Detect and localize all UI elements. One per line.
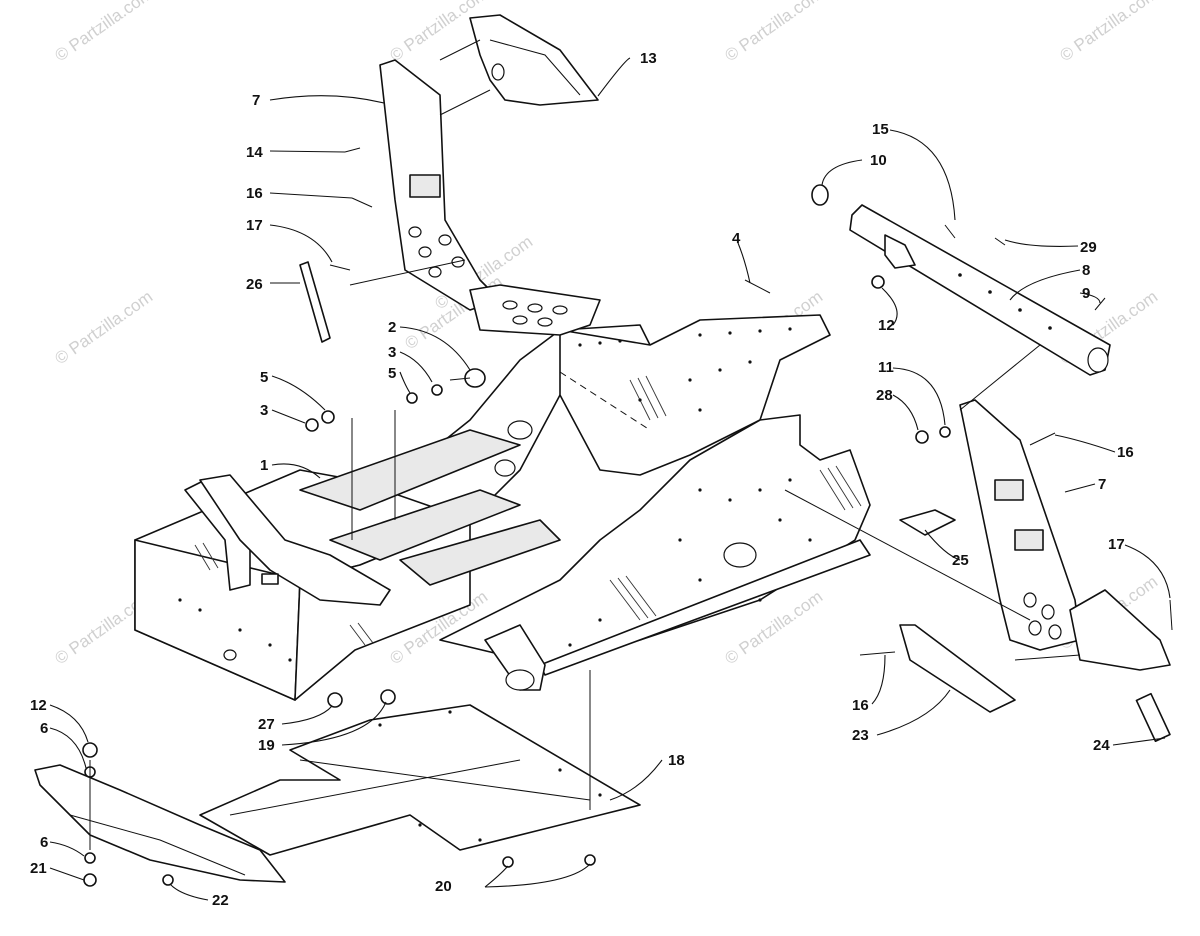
callout-15: 15 [872, 121, 889, 138]
callout-10: 10 [870, 152, 887, 169]
callout-19: 19 [258, 737, 275, 754]
callout-24: 24 [1093, 737, 1110, 754]
callout-9: 9 [1082, 285, 1090, 302]
callout-2: 2 [388, 319, 396, 336]
watermark: © Partzilla.com [51, 0, 156, 65]
callout-16: 16 [1117, 444, 1134, 461]
callout-7: 7 [1098, 476, 1106, 493]
callout-1: 1 [260, 457, 268, 474]
callout-23: 23 [852, 727, 869, 744]
callout-20: 20 [435, 878, 452, 895]
callout-5: 5 [388, 365, 396, 382]
callout-12: 12 [30, 697, 47, 714]
callout-26: 26 [246, 276, 263, 293]
callout-25: 25 [952, 552, 969, 569]
callout-labels: 13 7 14 16 17 26 2 3 5 5 3 1 4 15 10 29 … [30, 50, 1134, 909]
callout-16: 16 [246, 185, 263, 202]
callout-17: 17 [1108, 536, 1125, 553]
hardware [82, 147, 1173, 887]
callout-4: 4 [732, 230, 741, 247]
callout-6: 6 [40, 834, 48, 851]
callout-13: 13 [640, 50, 657, 67]
watermark: © Partzilla.com [721, 0, 826, 65]
steering-post [849, 204, 1111, 376]
callout-14: 14 [246, 144, 263, 161]
callout-18: 18 [668, 752, 685, 769]
front-bumper [34, 764, 286, 883]
watermark: © Partzilla.com [1056, 0, 1161, 65]
rivets [178, 327, 812, 662]
callout-16: 16 [852, 697, 869, 714]
callout-17: 17 [246, 217, 263, 234]
callout-11: 11 [878, 359, 894, 376]
callout-28: 28 [876, 387, 893, 404]
callout-22: 22 [212, 892, 229, 909]
right-footrest [959, 399, 1171, 671]
callout-29: 29 [1080, 239, 1097, 256]
callout-27: 27 [258, 716, 275, 733]
callout-21: 21 [30, 860, 47, 877]
side-shield [469, 14, 599, 106]
callout-3: 3 [260, 402, 268, 419]
leader-lines [49, 57, 1171, 901]
main-frame [134, 314, 871, 701]
left-footrest [379, 59, 601, 336]
assembly-lines [89, 39, 1081, 850]
callout-8: 8 [1082, 262, 1090, 279]
callout-12: 12 [878, 317, 895, 334]
shading [194, 375, 862, 646]
watermark: © Partzilla.com [51, 287, 156, 368]
callout-5: 5 [260, 369, 268, 386]
callout-6: 6 [40, 720, 48, 737]
callout-7: 7 [252, 92, 260, 109]
callout-3: 3 [388, 344, 396, 361]
